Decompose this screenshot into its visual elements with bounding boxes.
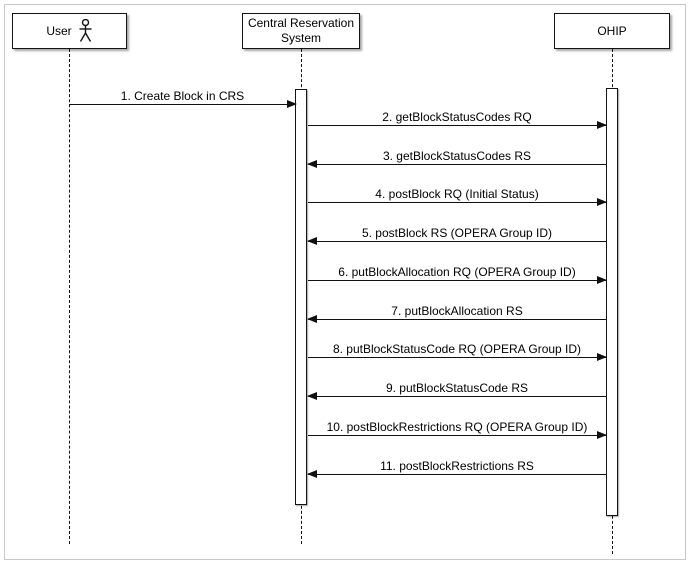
- message-10: 10. postBlockRestrictions RQ (OPERA Grou…: [308, 420, 607, 439]
- message-4: 4. postBlock RQ (Initial Status): [308, 187, 607, 206]
- message-3-label: 3. getBlockStatusCodes RS: [382, 149, 532, 163]
- arrowhead-left-icon: [307, 237, 317, 245]
- message-5-label: 5. postBlock RS (OPERA Group ID): [361, 226, 553, 240]
- arrowhead-right-icon: [597, 198, 607, 206]
- arrowhead-left-icon: [307, 315, 317, 323]
- participant-ohip: OHIP: [554, 13, 670, 49]
- message-1: 1. Create Block in CRS: [69, 89, 297, 108]
- message-5-arrow: [307, 237, 606, 245]
- message-10-arrow: [308, 431, 607, 439]
- message-7-label: 7. putBlockAllocation RS: [391, 304, 523, 318]
- message-8-arrow: [308, 353, 607, 361]
- message-6: 6. putBlockAllocation RQ (OPERA Group ID…: [308, 265, 607, 284]
- message-4-arrow: [308, 198, 607, 206]
- message-5: 5. postBlock RS (OPERA Group ID): [307, 226, 606, 245]
- participant-user: User: [12, 13, 127, 49]
- diagram-border: [4, 4, 686, 560]
- arrowhead-right-icon: [597, 121, 607, 129]
- activation-bar-ohip: [606, 88, 618, 516]
- message-9-label: 9. putBlockStatusCode RS: [385, 381, 529, 395]
- message-2-label: 2. getBlockStatusCodes RQ: [382, 110, 532, 124]
- message-3: 3. getBlockStatusCodes RS: [307, 149, 606, 168]
- arrowhead-right-icon: [597, 353, 607, 361]
- arrowhead-right-icon: [597, 431, 607, 439]
- message-1-arrow: [69, 100, 297, 108]
- message-6-arrow: [308, 276, 607, 284]
- arrowhead-left-icon: [307, 470, 317, 478]
- message-10-label: 10. postBlockRestrictions RQ (OPERA Grou…: [326, 420, 588, 434]
- message-1-label: 1. Create Block in CRS: [120, 89, 245, 103]
- message-2: 2. getBlockStatusCodes RQ: [308, 110, 607, 129]
- message-11: 11. postBlockRestrictions RS: [307, 459, 606, 478]
- participant-crs-label: Central Reservation System: [247, 16, 355, 45]
- actor-icon: [79, 19, 92, 42]
- participant-crs: Central Reservation System: [242, 13, 360, 49]
- message-3-arrow: [307, 160, 606, 168]
- message-8-label: 8. putBlockStatusCode RQ (OPERA Group ID…: [332, 342, 582, 356]
- message-11-label: 11. postBlockRestrictions RS: [380, 459, 534, 473]
- message-8: 8. putBlockStatusCode RQ (OPERA Group ID…: [308, 342, 607, 361]
- arrowhead-left-icon: [307, 160, 317, 168]
- message-11-arrow: [307, 470, 606, 478]
- message-4-label: 4. postBlock RQ (Initial Status): [375, 187, 539, 201]
- message-6-label: 6. putBlockAllocation RQ (OPERA Group ID…: [338, 265, 576, 279]
- arrowhead-right-icon: [597, 276, 607, 284]
- message-2-arrow: [308, 121, 607, 129]
- arrowhead-right-icon: [287, 100, 297, 108]
- activation-bar-crs: [295, 89, 307, 505]
- message-7: 7. putBlockAllocation RS: [307, 304, 606, 323]
- message-9: 9. putBlockStatusCode RS: [307, 381, 606, 400]
- participant-user-label: User: [46, 23, 72, 38]
- lifeline-user: [69, 49, 70, 544]
- message-9-arrow: [307, 392, 606, 400]
- participant-ohip-label: OHIP: [597, 23, 627, 38]
- arrowhead-left-icon: [307, 392, 317, 400]
- message-7-arrow: [307, 315, 606, 323]
